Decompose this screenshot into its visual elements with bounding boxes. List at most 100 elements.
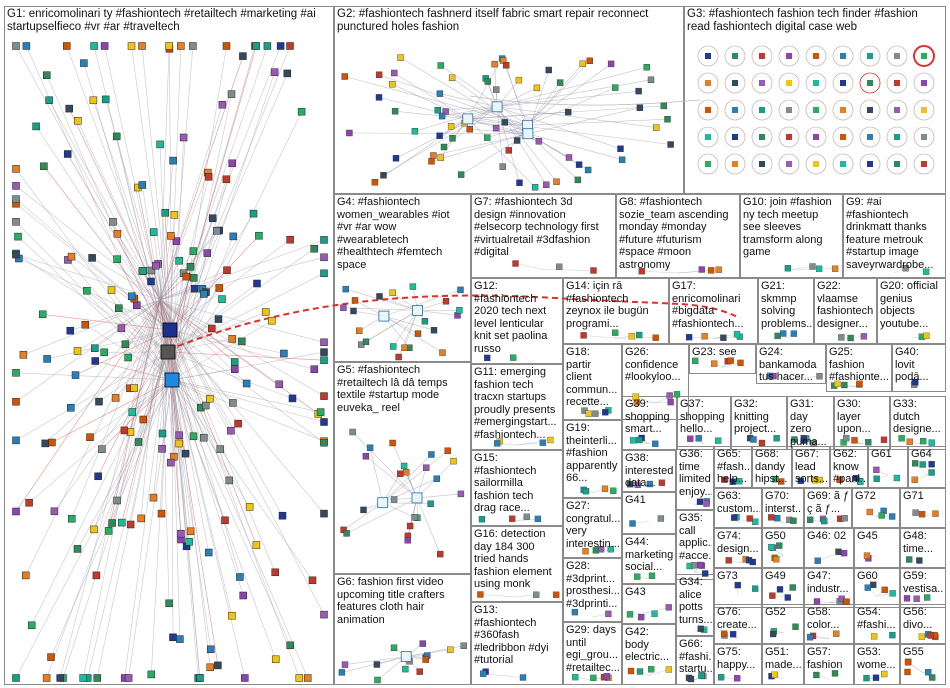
vertex — [167, 232, 175, 240]
vertex — [286, 641, 294, 650]
vertex — [920, 437, 927, 445]
edge — [382, 450, 448, 503]
edge — [169, 239, 291, 331]
group-box-g49 — [762, 568, 804, 608]
vertex — [389, 80, 396, 88]
vertex — [784, 594, 791, 601]
vertex — [172, 237, 181, 245]
vertex — [786, 107, 792, 113]
vertex — [223, 266, 231, 274]
vertex — [457, 490, 465, 498]
vertex — [12, 218, 20, 226]
vertex — [840, 80, 846, 86]
vertex — [921, 161, 927, 167]
group-box-g32 — [731, 396, 787, 450]
vertex — [579, 60, 586, 67]
self-loop — [886, 45, 908, 67]
vertex — [814, 557, 821, 564]
edge — [43, 166, 171, 331]
vertex — [831, 670, 839, 677]
vertex — [373, 661, 381, 668]
vertex — [584, 166, 592, 174]
vertex — [592, 547, 600, 554]
vertex — [419, 640, 426, 647]
vertex — [43, 355, 51, 363]
vertex — [71, 371, 80, 379]
vertex — [893, 474, 901, 482]
vertex — [12, 182, 20, 190]
vertex — [695, 435, 702, 442]
edge — [167, 293, 205, 353]
vertex — [206, 394, 214, 403]
vertex — [657, 515, 665, 522]
vertex — [12, 250, 20, 259]
group-box-g43 — [622, 584, 676, 624]
vertex — [120, 426, 129, 435]
vertex — [582, 488, 590, 495]
edge — [46, 75, 169, 353]
vertex — [813, 134, 819, 140]
vertex — [457, 286, 464, 294]
vertex — [430, 152, 437, 159]
edge — [67, 153, 171, 331]
vertex — [182, 272, 191, 281]
vertex — [104, 527, 113, 535]
vertex — [922, 268, 930, 275]
vertex — [138, 42, 146, 50]
vertex — [320, 509, 328, 518]
hub-vertex — [162, 322, 178, 338]
vertex — [771, 671, 778, 678]
group-box-g16 — [471, 526, 563, 602]
vertex — [229, 399, 237, 407]
vertex — [447, 646, 454, 653]
vertex — [124, 353, 132, 362]
vertex — [856, 380, 863, 387]
edge — [112, 221, 169, 353]
vertex — [673, 391, 681, 398]
edge — [169, 218, 213, 331]
vertex — [253, 279, 261, 288]
edge — [131, 296, 173, 381]
vertex — [651, 610, 658, 617]
vertex — [711, 360, 718, 367]
edge — [15, 198, 171, 331]
vertex — [400, 462, 408, 470]
vertex — [189, 247, 198, 255]
group-box-g2 — [334, 6, 684, 194]
vertex — [509, 515, 516, 522]
vertex — [450, 457, 457, 465]
vertex — [252, 541, 261, 549]
vertex — [158, 445, 166, 453]
edge — [480, 594, 518, 598]
edge — [159, 299, 325, 343]
vertex — [776, 542, 783, 549]
group-box-g57 — [804, 644, 854, 685]
hub-vertex — [377, 497, 389, 509]
vertex — [478, 516, 486, 523]
vertex — [200, 290, 208, 298]
edge — [159, 104, 223, 301]
vertex — [851, 437, 858, 444]
vertex — [169, 633, 177, 642]
vertex — [480, 670, 487, 677]
vertex — [477, 591, 484, 598]
edge — [15, 168, 173, 381]
edge — [167, 351, 293, 399]
edge — [497, 66, 647, 108]
edge — [641, 270, 679, 274]
vertex — [390, 496, 398, 503]
vertex — [303, 674, 312, 682]
vertex — [687, 435, 694, 442]
vertex — [774, 332, 781, 340]
edge — [442, 106, 498, 117]
vertex — [720, 630, 728, 637]
vertex — [813, 107, 819, 113]
vertex — [93, 674, 101, 682]
vertex — [437, 550, 444, 558]
vertex — [800, 437, 807, 444]
vertex — [513, 137, 521, 144]
vertex — [898, 435, 905, 442]
group-box-g53 — [854, 644, 900, 685]
vertex — [263, 42, 272, 50]
vertex — [165, 42, 173, 50]
